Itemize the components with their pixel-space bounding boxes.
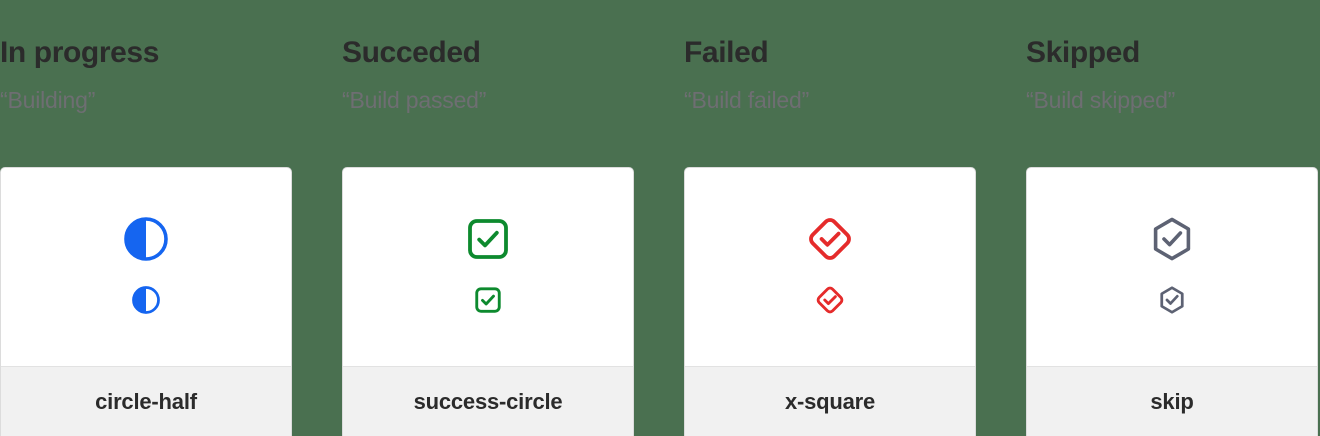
- icon-card-circle-half[interactable]: circle-half: [0, 167, 292, 436]
- skip-icon: [1148, 215, 1196, 263]
- status-column-skipped: Skipped “Build skipped” skip: [1026, 0, 1318, 436]
- x-square-icon: [806, 215, 854, 263]
- icon-name-label: circle-half: [1, 366, 291, 436]
- x-square-icon-small: [815, 285, 845, 315]
- status-column-succeded: Succeded “Build passed” success-cir: [342, 0, 634, 436]
- icon-name-label: success-circle: [343, 366, 633, 436]
- success-circle-icon: [464, 215, 512, 263]
- icon-preview-area: [343, 168, 633, 366]
- icon-name-label: x-square: [685, 366, 975, 436]
- circle-half-icon: [122, 215, 170, 263]
- status-column-in-progress: In progress “Building” circle-half: [0, 0, 292, 436]
- icon-card-success-circle[interactable]: success-circle: [342, 167, 634, 436]
- column-heading: In progress: [0, 36, 159, 69]
- circle-half-icon-small: [131, 285, 161, 315]
- column-heading: Failed: [684, 36, 769, 69]
- icon-card-skip[interactable]: skip: [1026, 167, 1318, 436]
- icon-preview-area: [1, 168, 291, 366]
- success-circle-icon-small: [473, 285, 503, 315]
- column-subheading: “Build passed”: [342, 87, 487, 113]
- column-heading: Succeded: [342, 36, 481, 69]
- column-heading: Skipped: [1026, 36, 1140, 69]
- icon-name-label: skip: [1027, 366, 1317, 436]
- column-subheading: “Build skipped”: [1026, 87, 1176, 113]
- skip-icon-small: [1157, 285, 1187, 315]
- status-column-failed: Failed “Build failed”: [684, 0, 976, 436]
- icon-card-x-square[interactable]: x-square: [684, 167, 976, 436]
- icon-preview-area: [1027, 168, 1317, 366]
- icon-preview-area: [685, 168, 975, 366]
- column-subheading: “Build failed”: [684, 87, 810, 113]
- column-subheading: “Building”: [0, 87, 96, 113]
